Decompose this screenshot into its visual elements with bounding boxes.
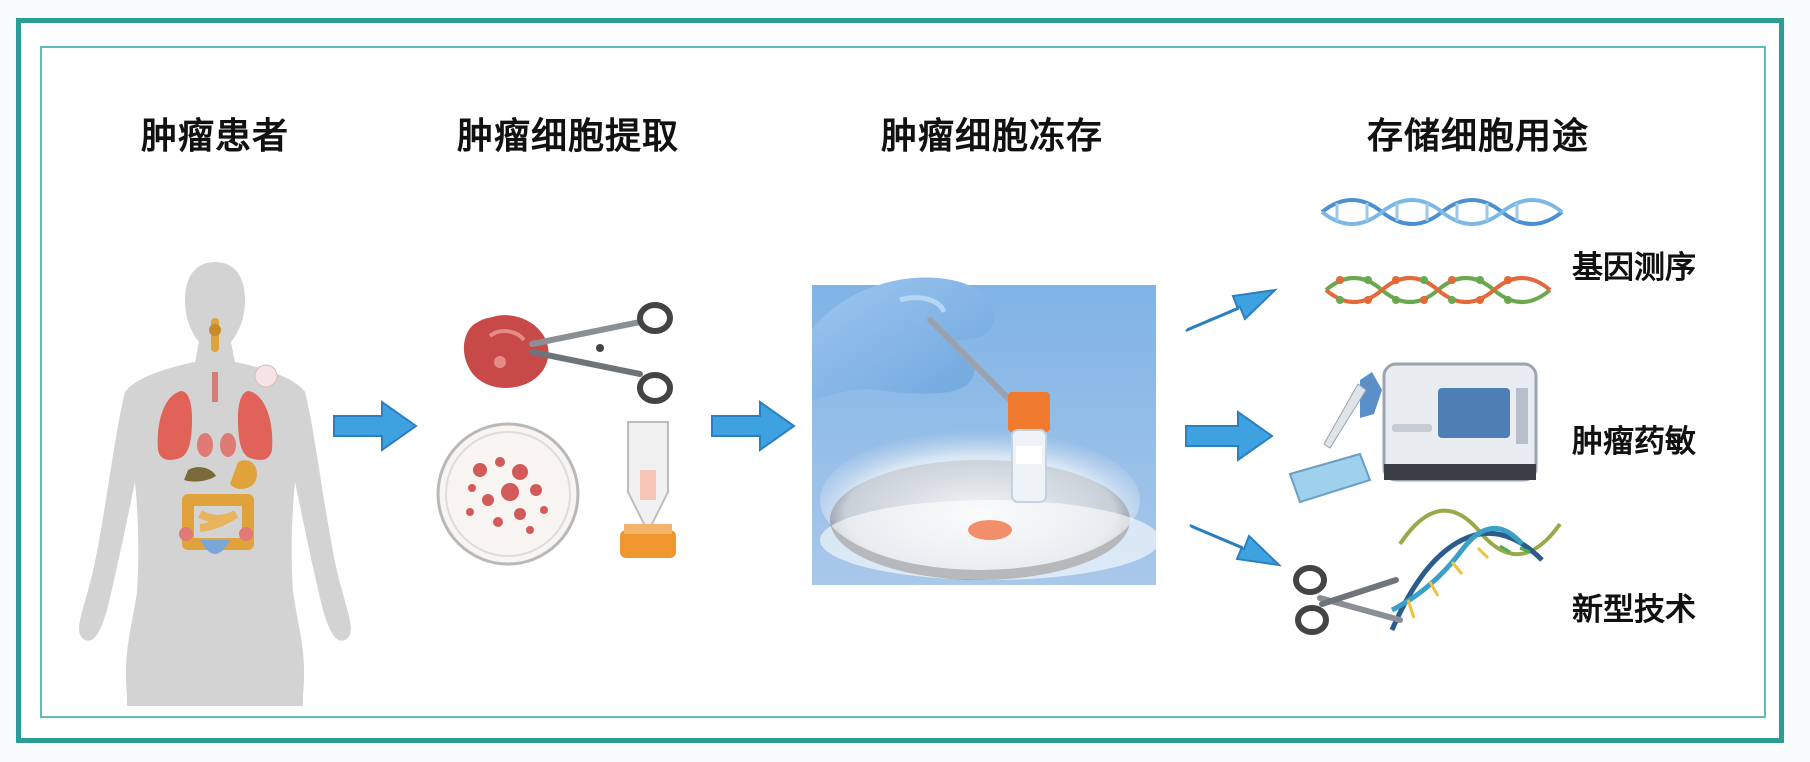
cryo-vial-liquid-nitrogen-photo <box>812 277 1160 585</box>
inner-frame <box>40 46 1766 718</box>
scissors-icon <box>529 302 673 404</box>
arrow-right-3 <box>1185 410 1274 462</box>
lab-analyzer-pipette-icon <box>1288 362 1538 504</box>
flow-arrows <box>333 288 1282 567</box>
tissue-scissors-dish-tube-icon <box>436 302 676 566</box>
use-label-new-technology: 新型技术 <box>1572 592 1696 628</box>
heading-stored-cell-uses: 存储细胞用途 <box>1366 116 1590 157</box>
arrow-up-right <box>1185 288 1278 332</box>
dna-double-helix-icon <box>1320 198 1564 304</box>
female-body-organs-icon <box>79 262 351 706</box>
arrow-right-1 <box>333 400 418 452</box>
heading-cell-extraction: 肿瘤细胞提取 <box>456 116 680 157</box>
cryo-vial-icon <box>1008 392 1050 503</box>
arrow-right-2 <box>711 400 796 452</box>
arrow-down-right <box>1189 524 1282 567</box>
heading-tumor-patient: 肿瘤患者 <box>140 116 290 157</box>
heading-cell-cryopreservation: 肿瘤细胞冻存 <box>880 116 1104 157</box>
use-label-gene-sequencing: 基因测序 <box>1572 250 1696 286</box>
use-label-drug-sensitivity: 肿瘤药敏 <box>1572 424 1696 460</box>
gene-editing-scissors-icon <box>1293 508 1562 635</box>
